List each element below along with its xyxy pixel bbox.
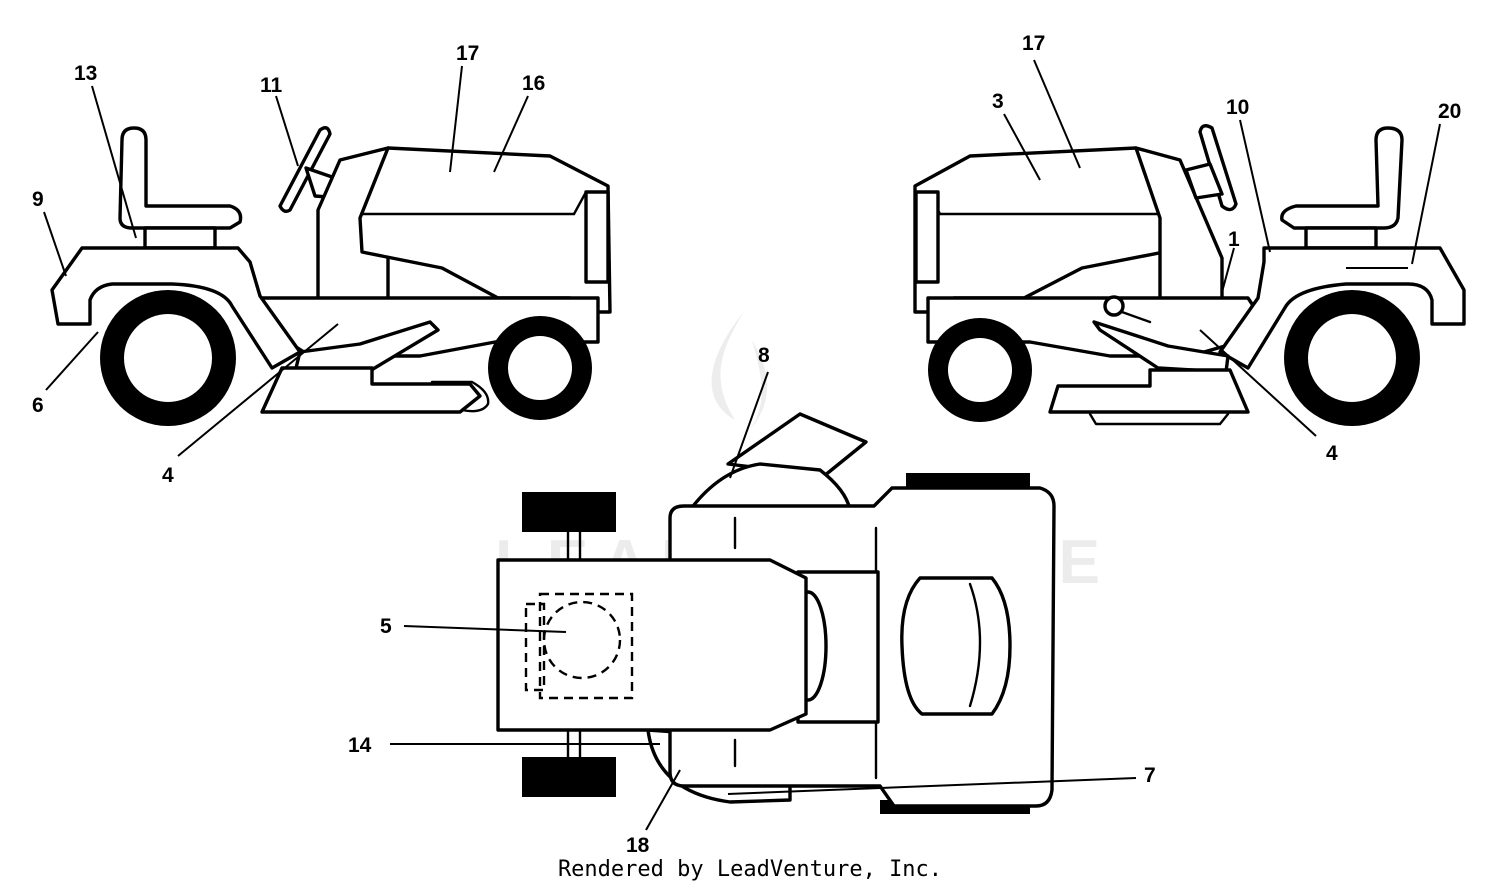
- tractor-left-side-view: [50, 126, 612, 426]
- callout-5: 5: [380, 615, 392, 638]
- callout-17-left: 17: [456, 42, 479, 65]
- leader-lines: [43, 59, 1441, 831]
- callout-6: 6: [32, 394, 44, 417]
- callout-18: 18: [626, 834, 650, 857]
- dashed-outline-circle: [542, 600, 622, 680]
- callout-numbers: 1 3 4 4 5 6 7 8 9 10 11 13 14 16 17 17 1…: [32, 32, 1461, 857]
- callout-14: 14: [348, 734, 372, 757]
- callout-11: 11: [260, 74, 283, 97]
- callout-8: 8: [758, 344, 770, 367]
- callout-17-right: 17: [1022, 32, 1045, 55]
- top-rear-tire-lower: [522, 757, 616, 797]
- top-rear-tire-upper: [522, 492, 616, 532]
- callout-1: 1: [1228, 228, 1240, 251]
- watermark-flame-icon: [711, 310, 768, 430]
- callout-4-left: 4: [162, 464, 174, 487]
- callout-10: 10: [1226, 96, 1249, 119]
- footer-credit: Rendered by LeadVenture, Inc.: [557, 857, 943, 882]
- dashed-outline-outer: [538, 592, 634, 700]
- callout-20: 20: [1438, 100, 1461, 123]
- callout-13: 13: [74, 62, 97, 85]
- tractor-right-side-view: [913, 124, 1466, 426]
- callout-7: 7: [1144, 764, 1156, 787]
- callout-16: 16: [522, 72, 545, 95]
- callout-9: 9: [32, 188, 44, 211]
- top-front-tire-upper: [906, 473, 1030, 487]
- callout-4-right: 4: [1326, 442, 1338, 465]
- callout-3: 3: [992, 90, 1004, 113]
- tractor-top-view: [496, 412, 1056, 814]
